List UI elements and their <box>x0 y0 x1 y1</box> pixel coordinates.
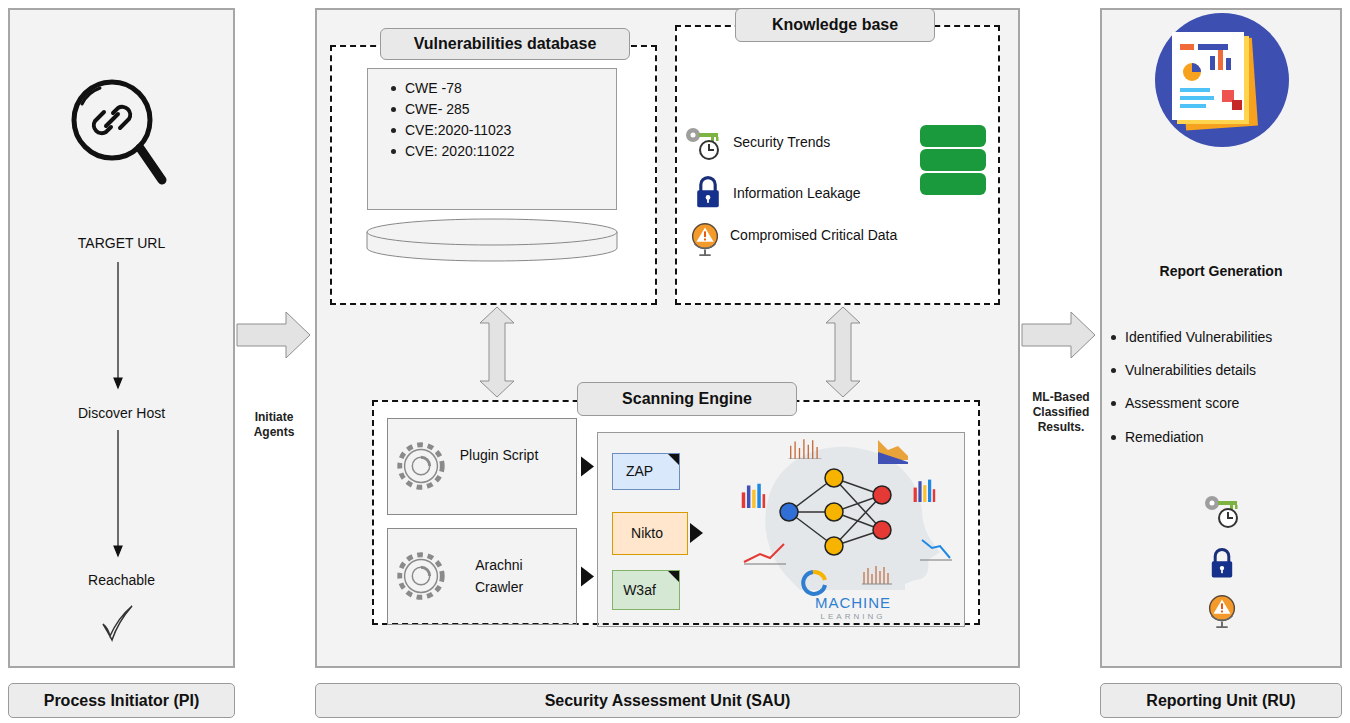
list-item: Identified Vulnerabilities <box>1125 328 1335 346</box>
box-fill <box>330 45 657 305</box>
dashed-group: Knowledge baseSecurity TrendsInformation… <box>675 25 1000 305</box>
gear-icon <box>400 555 443 598</box>
panel-fill <box>315 8 1020 668</box>
block-arrow <box>480 307 514 397</box>
box-fill <box>387 418 577 515</box>
edge-label: Initiate Agents <box>236 410 312 440</box>
box-fill <box>612 453 680 490</box>
group-heading: Scanning Engine <box>577 382 797 416</box>
list-box: CWE -78CWE- 285CVE:2020-11023CVE: 2020:1… <box>367 68 617 210</box>
tool-tag: Nikto <box>612 512 688 555</box>
list-item: CWE -78 <box>405 79 605 97</box>
dashed-group: Scanning EnginePlugin ScriptArachni Craw… <box>372 400 980 625</box>
item-text: Security Trends <box>733 133 908 151</box>
lock-icon <box>697 178 719 208</box>
box-text: Plugin Script <box>458 444 540 466</box>
tool-name: W3af <box>612 581 667 599</box>
check-mark <box>103 606 132 640</box>
pointer-arrow <box>581 567 594 587</box>
block-arrow <box>826 307 860 397</box>
trend-icon <box>1205 496 1238 527</box>
logo-text: LEARNING <box>797 612 909 622</box>
edge-label: ML-Based Classified Results. <box>1026 390 1096 435</box>
lock-icon <box>1212 549 1232 577</box>
step-text: Reachable <box>20 571 223 589</box>
list-item: Vulnerabilities details <box>1125 361 1335 379</box>
list-item: CWE- 285 <box>405 100 605 118</box>
step-text: TARGET URL <box>20 234 223 252</box>
ml-illustration <box>742 439 952 594</box>
corner-mark <box>667 453 680 466</box>
tool-box: Plugin Script <box>387 418 577 515</box>
panel: Reporting Unit (RU)Report GenerationIden… <box>1100 8 1342 668</box>
trend-icon <box>686 128 719 159</box>
panel-heading: Security Assessment Unit (SAU) <box>315 683 1020 718</box>
logo-text: MACHINE <box>797 594 909 612</box>
panel-fill <box>8 8 235 668</box>
panel: Process Initiator (PI)TARGET URLDiscover… <box>8 8 235 668</box>
item-text: Compromised Critical Data <box>730 226 920 244</box>
tool-tag: W3af <box>612 570 680 610</box>
tool-name: Nikto <box>612 524 682 542</box>
box-fill <box>597 432 965 627</box>
group-heading: Knowledge base <box>735 8 935 42</box>
block-arrow <box>1022 312 1095 358</box>
panel-heading: Reporting Unit (RU) <box>1100 683 1342 718</box>
item-text: Information Leakage <box>733 184 908 202</box>
box-fill <box>387 528 577 625</box>
list-item: Assessment score <box>1125 394 1335 412</box>
corner-mark <box>667 570 680 583</box>
tool-tag: ZAP <box>612 453 680 490</box>
step-text: Discover Host <box>20 404 223 422</box>
box-text: Arachni Crawler <box>458 554 540 598</box>
magnifier-icon <box>74 82 162 180</box>
report-icon <box>1155 13 1289 147</box>
list-item: CVE: 2020:11022 <box>405 142 605 160</box>
tool-name: ZAP <box>612 462 667 480</box>
box-fill <box>612 570 680 610</box>
database-disk <box>367 219 617 261</box>
pointer-arrow <box>581 457 594 477</box>
section-heading: Report Generation <box>1110 262 1332 280</box>
list-item: CVE:2020-11023 <box>405 121 605 139</box>
database-icon <box>920 125 986 195</box>
ml-box: MACHINELEARNING ZAP NiktoW3af <box>597 432 965 627</box>
list-item: Remediation <box>1125 428 1335 446</box>
panel-heading: Process Initiator (PI) <box>8 683 235 718</box>
block-arrow <box>237 312 310 358</box>
tool-box: Arachni Crawler <box>387 528 577 625</box>
panel: Security Assessment Unit (SAU)Vulnerabil… <box>315 8 1020 668</box>
warning-icon <box>693 224 718 255</box>
box-fill <box>367 68 617 210</box>
warning-icon <box>1210 596 1235 627</box>
pointer-triangle <box>690 523 703 543</box>
dashed-group: Vulnerabilities databaseCWE -78CWE- 285C… <box>330 45 657 305</box>
panel-fill <box>1100 8 1342 668</box>
gear-icon <box>400 445 443 488</box>
box-fill <box>675 25 1000 305</box>
group-heading: Vulnerabilities database <box>380 28 630 60</box>
box-fill <box>612 512 688 555</box>
